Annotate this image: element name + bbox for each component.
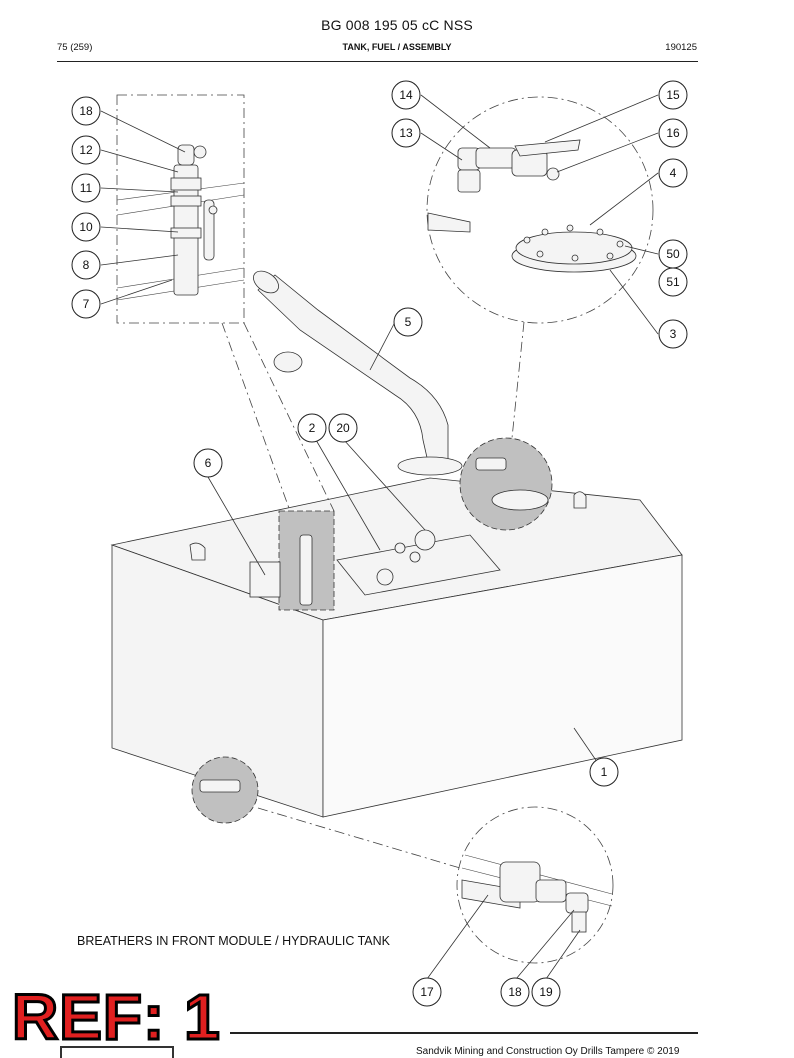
svg-text:12: 12 (79, 143, 93, 157)
bottom-valve-detail (461, 854, 613, 933)
section-title: TANK, FUEL / ASSEMBLY (342, 42, 452, 52)
callout-13: 13 (391, 118, 421, 148)
svg-text:10: 10 (79, 220, 93, 234)
svg-text:17: 17 (420, 985, 434, 999)
leader-lines (100, 94, 659, 980)
svg-text:1: 1 (601, 765, 608, 779)
callout-12: 12 (71, 135, 101, 165)
detail-frame-breather (116, 94, 245, 324)
svg-text:4: 4 (670, 166, 677, 180)
callout-3: 3 (658, 319, 688, 349)
callout-10: 10 (71, 212, 101, 242)
svg-text:18: 18 (79, 104, 93, 118)
callout-20: 20 (328, 413, 358, 443)
svg-text:7: 7 (83, 297, 90, 311)
svg-text:20: 20 (336, 421, 350, 435)
breather-valve-detail (116, 144, 245, 301)
footer-rule (230, 1032, 698, 1034)
figure-caption: BREATHERS IN FRONT MODULE / HYDRAULIC TA… (77, 934, 391, 948)
callout-15: 15 (658, 80, 688, 110)
svg-text:18: 18 (508, 985, 522, 999)
svg-text:8: 8 (83, 258, 90, 272)
svg-text:50: 50 (666, 247, 680, 261)
callout-19: 19 (531, 977, 561, 1007)
callout-8: 8 (71, 250, 101, 280)
callout-18-breather-top: 18 (71, 96, 101, 126)
callout-50: 50 (658, 239, 688, 269)
filler-pipe (253, 270, 463, 476)
svg-text:19: 19 (539, 985, 553, 999)
svg-text:2: 2 (309, 421, 316, 435)
callout-17: 17 (412, 977, 442, 1007)
detail-circle-bottom-valve (456, 806, 614, 964)
header-rule (57, 61, 698, 62)
svg-text:13: 13 (399, 126, 413, 140)
callout-7: 7 (71, 289, 101, 319)
svg-text:15: 15 (666, 88, 680, 102)
footer-logo (60, 1046, 174, 1058)
callout-18-bottom: 18 (500, 977, 530, 1007)
callout-51: 51 (658, 267, 688, 297)
callout-14: 14 (391, 80, 421, 110)
callout-11: 11 (71, 173, 101, 203)
callout-6: 6 (193, 448, 223, 478)
callout-4: 4 (658, 158, 688, 188)
breather-on-tank (249, 534, 313, 606)
ref-badge: REF: 1 (11, 981, 222, 1053)
callout-5: 5 (393, 307, 423, 337)
valve-and-cover-detail (427, 139, 637, 273)
detail-circle-tank-top (426, 96, 654, 324)
svg-text:11: 11 (80, 181, 93, 195)
callout-1: 1 (589, 757, 619, 787)
svg-text:6: 6 (205, 456, 212, 470)
page-number: 75 (259) (57, 42, 93, 53)
footer-copyright: Sandvik Mining and Construction Oy Drill… (416, 1046, 680, 1057)
svg-text:51: 51 (666, 275, 680, 289)
date-code: 190125 (665, 42, 697, 53)
callout-2: 2 (297, 413, 327, 443)
svg-text:16: 16 (666, 126, 680, 140)
callout-16: 16 (658, 118, 688, 148)
document-number: BG 008 195 05 cC NSS (321, 17, 473, 33)
svg-text:3: 3 (670, 327, 677, 341)
svg-text:14: 14 (399, 88, 413, 102)
highlight-cover-zone (459, 437, 553, 531)
svg-text:5: 5 (405, 315, 412, 329)
